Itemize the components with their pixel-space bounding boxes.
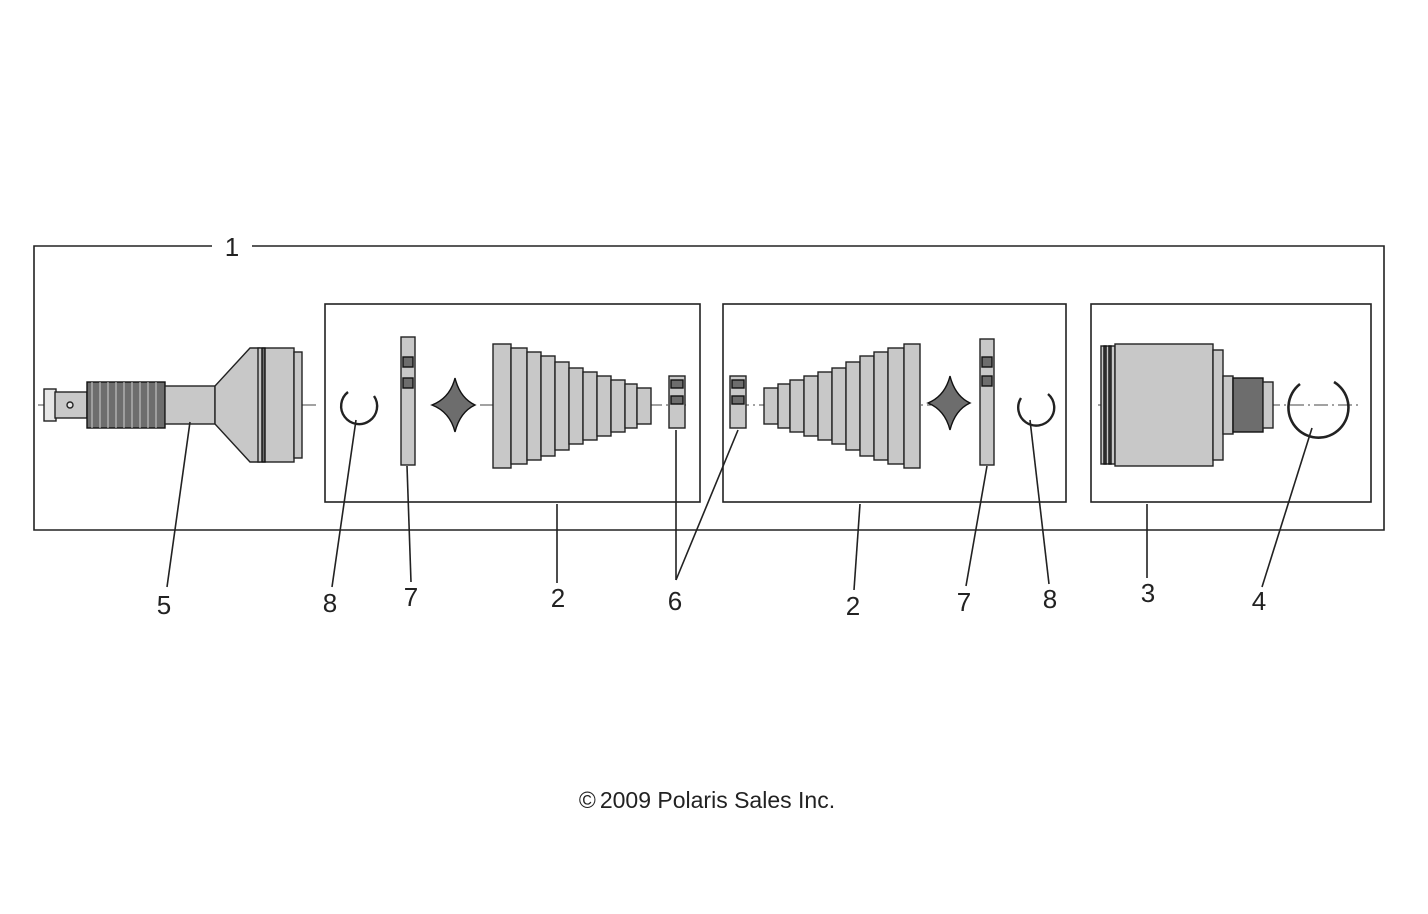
boot-kit-frame-right	[722, 303, 1067, 503]
snap-ring-left	[339, 391, 379, 426]
inner-ring	[1287, 380, 1350, 439]
inner-joint-frame	[1090, 303, 1372, 503]
clamp-right	[979, 338, 995, 466]
callout-4: 4	[1252, 586, 1266, 616]
copyright-notice: ©2009 Polaris Sales Inc.	[579, 787, 835, 813]
spider-right	[926, 375, 972, 431]
outer-cv-joint	[43, 347, 303, 463]
callout-1: 1	[225, 232, 239, 262]
clamp-left	[400, 336, 416, 466]
callout-7-right: 7	[957, 587, 971, 617]
callout-7-left: 7	[404, 582, 418, 612]
copyright-symbol: ©	[579, 787, 596, 813]
callout-3: 3	[1141, 578, 1155, 608]
boot-left	[492, 343, 652, 469]
boot-right	[763, 343, 921, 469]
boot-kit-frame-left	[324, 303, 701, 503]
spider-left	[430, 377, 477, 433]
snap-ring-right	[1017, 393, 1056, 427]
callout-8-left: 8	[323, 588, 337, 618]
inner-cv-joint	[1100, 343, 1274, 467]
callout-6: 6	[668, 586, 682, 616]
callout-2-left: 2	[551, 583, 565, 613]
callout-8-right: 8	[1043, 584, 1057, 614]
boot-clamp-left	[668, 375, 686, 429]
callout-2-right: 2	[846, 591, 860, 621]
boot-clamp-right	[729, 375, 747, 429]
leader-lines	[166, 419, 1313, 591]
assembly-frame	[33, 245, 1385, 531]
copyright-text: 2009 Polaris Sales Inc.	[600, 787, 835, 813]
callout-5: 5	[157, 590, 171, 620]
